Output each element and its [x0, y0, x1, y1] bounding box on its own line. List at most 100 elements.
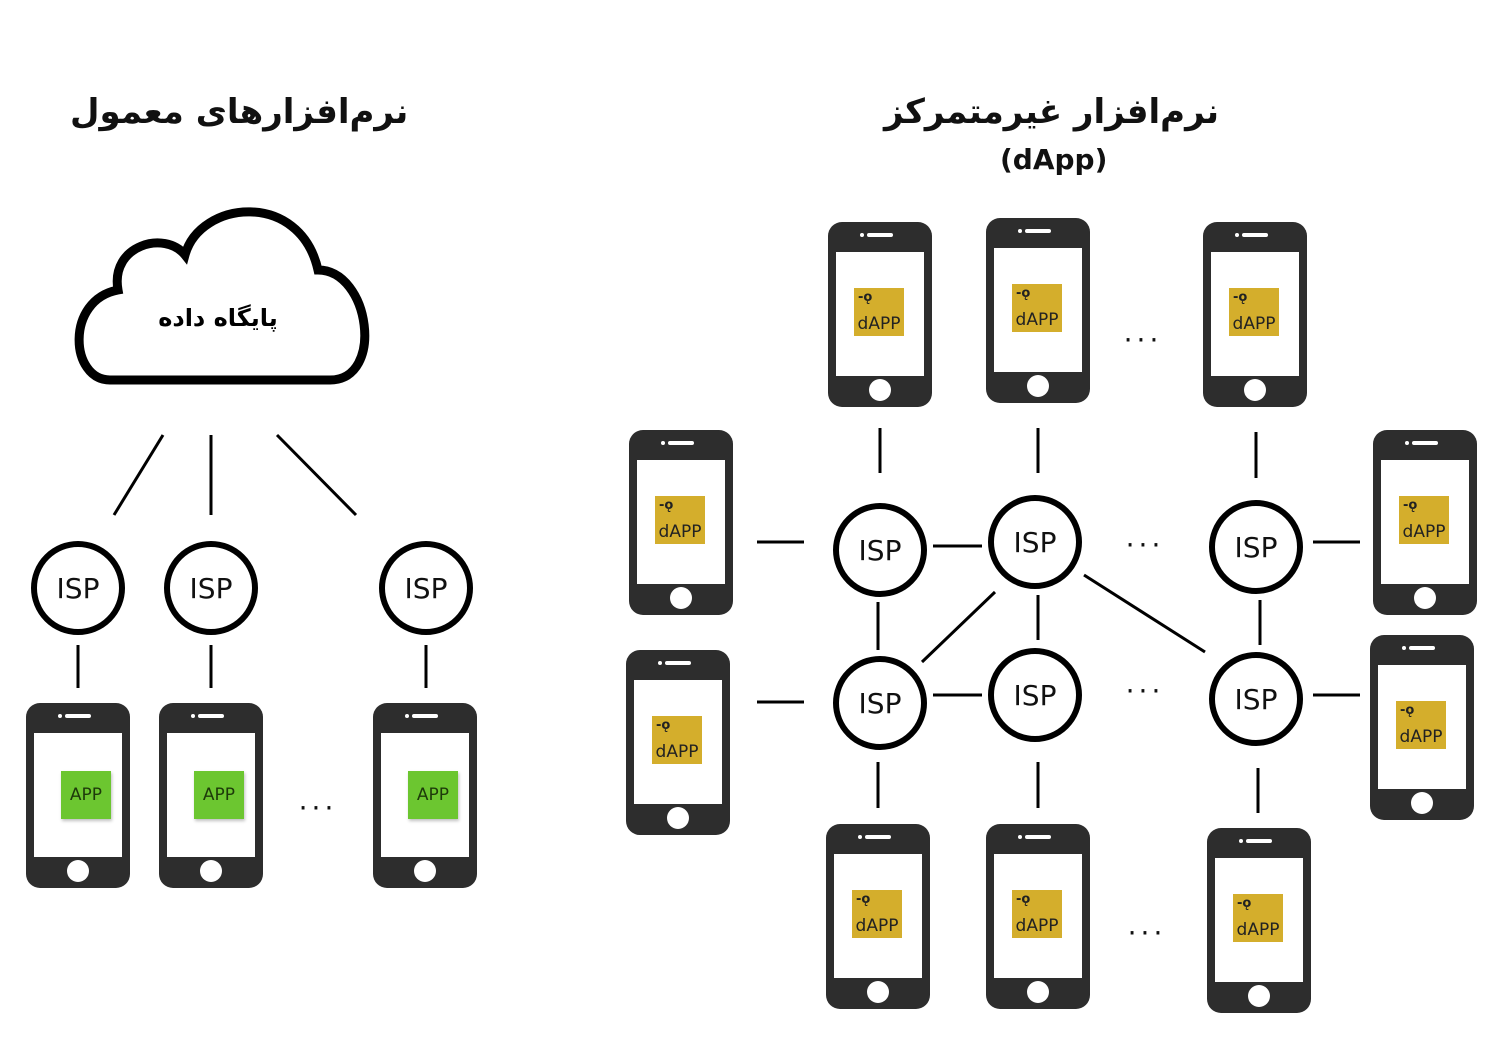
isp-label: ISP [404, 571, 448, 605]
phone-screen: -ǫ dAPP [1211, 252, 1299, 376]
connector-line [1083, 573, 1206, 654]
connector-line [275, 433, 358, 517]
dapp-label: dAPP [1399, 727, 1443, 747]
isp-label: ISP [1013, 525, 1057, 559]
connector-line [112, 434, 165, 516]
camera-icon [1018, 835, 1022, 839]
dapp-logo-icon: -ǫ [1237, 896, 1252, 911]
ellipsis: ... [1125, 520, 1165, 554]
cloud-shape [74, 207, 370, 385]
home-button-icon [1248, 985, 1270, 1007]
ellipsis: ... [298, 783, 338, 817]
home-button-icon [200, 860, 222, 882]
isp-node: ISP [833, 503, 927, 597]
speaker-icon [412, 714, 438, 718]
dapp-label: dAPP [855, 916, 899, 936]
camera-icon [860, 233, 864, 237]
home-button-icon [1414, 587, 1436, 609]
ellipsis: ... [1127, 908, 1167, 942]
speaker-icon [1025, 835, 1051, 839]
camera-icon [1239, 839, 1243, 843]
dapp-icon: -ǫ dAPP [852, 890, 902, 938]
phone-screen: APP [381, 733, 469, 857]
decentralized-subtitle: (dApp) [1000, 143, 1108, 176]
speaker-icon [867, 233, 893, 237]
dapp-logo-icon: -ǫ [856, 892, 871, 907]
speaker-icon [1025, 229, 1051, 233]
app-icon: APP [61, 771, 111, 819]
dapp-logo-icon: -ǫ [1403, 498, 1418, 513]
camera-icon [405, 714, 409, 718]
speaker-icon [198, 714, 224, 718]
isp-label: ISP [1234, 682, 1278, 716]
dapp-label: dAPP [1402, 522, 1446, 542]
app-phone: APP [159, 703, 263, 888]
isp-label: ISP [858, 533, 902, 567]
home-button-icon [869, 379, 891, 401]
isp-label: ISP [1234, 530, 1278, 564]
dapp-icon: -ǫ dAPP [1229, 288, 1279, 336]
database-label: پایگاه داده [158, 304, 278, 332]
isp-node: ISP [1209, 652, 1303, 746]
ellipsis: ... [1123, 315, 1163, 349]
dapp-logo-icon: -ǫ [1016, 892, 1031, 907]
phone-screen: APP [34, 733, 122, 857]
camera-icon [661, 441, 665, 445]
home-button-icon [414, 860, 436, 882]
home-button-icon [1411, 792, 1433, 814]
dapp-logo-icon: -ǫ [1016, 286, 1031, 301]
dapp-label: dAPP [655, 742, 699, 762]
isp-node: ISP [31, 541, 125, 635]
app-label: APP [69, 785, 103, 805]
speaker-icon [665, 661, 691, 665]
dapp-icon: -ǫ dAPP [1399, 496, 1449, 544]
home-button-icon [1027, 375, 1049, 397]
decentralized-title: نرم‌افزار غیرمتمرکز [884, 92, 1220, 132]
phone-screen: APP [167, 733, 255, 857]
dapp-label: dAPP [1232, 314, 1276, 334]
speaker-icon [865, 835, 891, 839]
app-icon: APP [194, 771, 244, 819]
speaker-icon [1412, 441, 1438, 445]
isp-node: ISP [988, 648, 1082, 742]
connector-line [920, 590, 997, 664]
dapp-phone: -ǫ dAPP [1203, 222, 1307, 407]
speaker-icon [1242, 233, 1268, 237]
phone-screen: -ǫ dAPP [834, 854, 922, 978]
isp-node: ISP [988, 495, 1082, 589]
home-button-icon [67, 860, 89, 882]
app-label: APP [416, 785, 450, 805]
app-phone: APP [373, 703, 477, 888]
home-button-icon [670, 587, 692, 609]
speaker-icon [1409, 646, 1435, 650]
isp-node: ISP [164, 541, 258, 635]
dapp-phone: -ǫ dAPP [826, 824, 930, 1009]
camera-icon [858, 835, 862, 839]
speaker-icon [668, 441, 694, 445]
camera-icon [1402, 646, 1406, 650]
app-phone: APP [26, 703, 130, 888]
camera-icon [1405, 441, 1409, 445]
isp-label: ISP [1013, 678, 1057, 712]
isp-label: ISP [858, 686, 902, 720]
camera-icon [1235, 233, 1239, 237]
home-button-icon [1244, 379, 1266, 401]
camera-icon [1018, 229, 1022, 233]
camera-icon [191, 714, 195, 718]
home-button-icon [867, 981, 889, 1003]
dapp-logo-icon: -ǫ [1233, 290, 1248, 305]
isp-label: ISP [189, 571, 233, 605]
